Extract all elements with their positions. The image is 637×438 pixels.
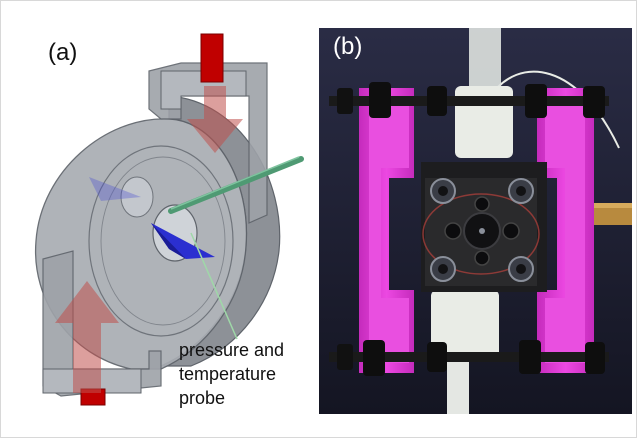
top-inlet-tab bbox=[200, 33, 224, 83]
nut-bottom-right-outer bbox=[585, 342, 605, 374]
nut-top-mid bbox=[427, 86, 447, 116]
probe-rod bbox=[168, 156, 304, 214]
probe-annotation-line-3: probe bbox=[179, 388, 226, 408]
probe-rod-highlight bbox=[170, 156, 300, 210]
panel-b-label: (b) bbox=[333, 33, 363, 60]
probe-leader-line bbox=[190, 232, 238, 340]
nut-top-left-outer bbox=[337, 88, 353, 114]
top-threaded-rod bbox=[329, 96, 609, 106]
cell-cad-drawing bbox=[34, 33, 304, 406]
nut-top-right bbox=[525, 84, 547, 118]
bolt-top-right-hole bbox=[516, 186, 526, 196]
probe-annotation-line-2: temperature bbox=[179, 364, 277, 384]
probe-annotation: pressure and temperature probe bbox=[179, 338, 311, 410]
brass-bar-top bbox=[581, 203, 632, 208]
screw-top bbox=[474, 196, 490, 212]
screw-left bbox=[444, 222, 462, 240]
red-seal-ring bbox=[422, 193, 540, 275]
nut-bottom-left-outer bbox=[337, 344, 353, 370]
screw-bottom bbox=[474, 250, 490, 266]
flow-arrow-up bbox=[55, 281, 119, 393]
block-bolts bbox=[430, 178, 534, 282]
nut-bottom-left bbox=[363, 340, 385, 376]
screw-right bbox=[502, 222, 520, 240]
bolt-top-left-hole bbox=[438, 186, 448, 196]
center-port-hole bbox=[479, 228, 485, 234]
flow-arrow-down bbox=[187, 86, 243, 153]
inner-groove bbox=[88, 145, 234, 337]
swirl-cone-shade bbox=[151, 223, 186, 259]
probe-annotation-line-1: pressure and bbox=[179, 340, 285, 360]
white-cable bbox=[488, 70, 620, 149]
top-inlet-face bbox=[160, 70, 247, 110]
nut-bottom-right bbox=[519, 340, 541, 374]
nut-bottom-mid bbox=[427, 342, 447, 372]
bolt-bottom-left-hole bbox=[438, 264, 448, 274]
swirl-cone-rear bbox=[89, 177, 141, 201]
center-opening-rear bbox=[120, 176, 154, 218]
top-tube bbox=[469, 28, 501, 88]
panel-b-photo: (b) bbox=[319, 28, 632, 414]
nut-top-right-outer bbox=[583, 86, 605, 118]
cell-photo bbox=[319, 28, 632, 414]
bottom-threaded-rod bbox=[329, 352, 609, 362]
panel-a-schematic: (a) pressure and temperature probe bbox=[1, 1, 313, 437]
nut-top-left bbox=[369, 82, 391, 118]
right-frame-front bbox=[545, 98, 585, 363]
bolt-bottom-right-hole bbox=[516, 264, 526, 274]
inner-groove-2 bbox=[100, 156, 226, 326]
panel-a-label: (a) bbox=[48, 39, 78, 66]
left-frame-front bbox=[369, 98, 409, 363]
bottom-tube bbox=[447, 358, 469, 414]
bottom-fitting bbox=[431, 290, 499, 362]
